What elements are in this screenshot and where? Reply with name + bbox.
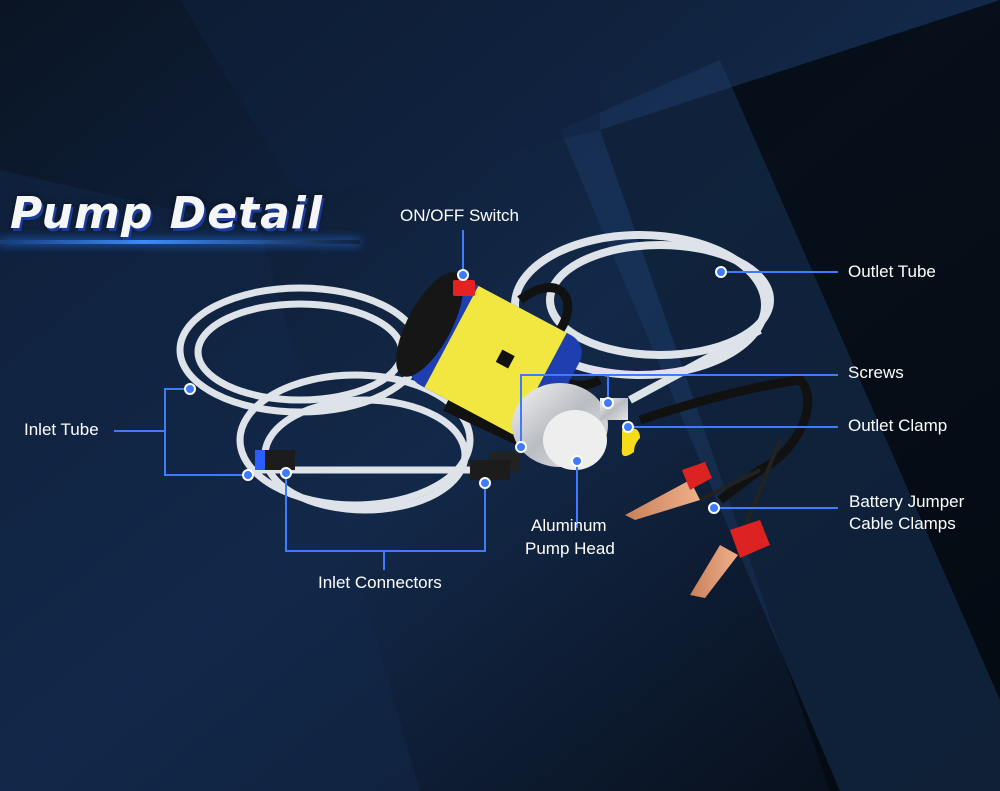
label-battery-clamps-line1: Battery Jumper <box>849 492 965 511</box>
callout-lines <box>114 230 838 570</box>
label-outlet-tube: Outlet Tube <box>848 262 936 281</box>
label-inlet-connectors: Inlet Connectors <box>318 573 442 592</box>
label-pump-head-line1: Aluminum <box>531 516 607 535</box>
title-underline-glow <box>0 240 360 244</box>
label-on-off-switch: ON/OFF Switch <box>400 206 520 225</box>
pump-body <box>255 272 640 480</box>
label-outlet-clamp: Outlet Clamp <box>848 416 948 435</box>
label-battery-clamps-line2: Cable Clamps <box>849 514 956 533</box>
page-title: Pump Detail <box>10 188 323 239</box>
callout-dots <box>184 266 727 514</box>
label-screws: Screws <box>848 363 904 382</box>
label-pump-head-line2: Pump Head <box>525 539 615 558</box>
switch-button <box>453 280 475 296</box>
label-inlet-tube: Inlet Tube <box>24 420 99 439</box>
battery-clamps <box>625 439 782 598</box>
